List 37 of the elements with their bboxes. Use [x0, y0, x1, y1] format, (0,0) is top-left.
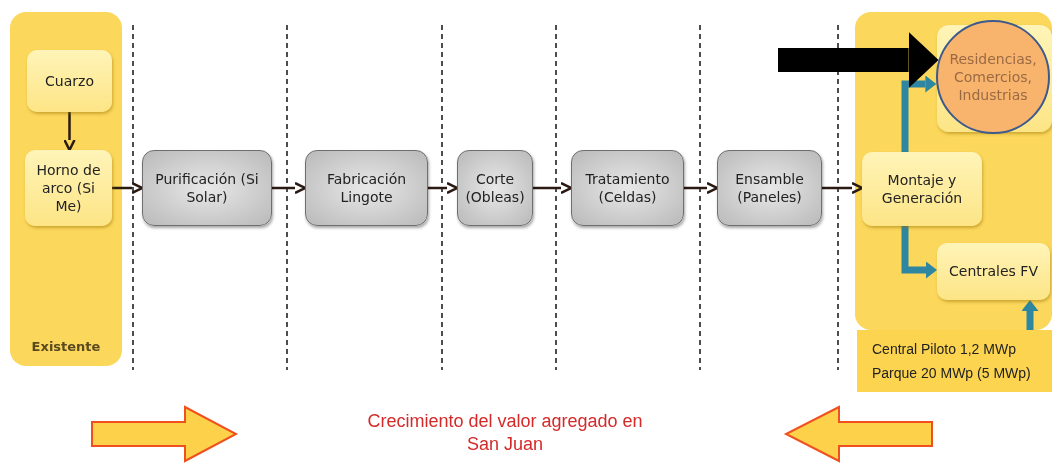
caption: Crecimiento del valor agregado en San Juan [366, 410, 644, 457]
process-box [142, 150, 272, 226]
process-box [305, 150, 428, 226]
process-box [25, 150, 112, 226]
stage-band [10, 12, 122, 366]
arrow [63, 112, 76, 152]
process-box [571, 150, 684, 226]
node-label: Purificación (Si Solar) [154, 169, 260, 207]
process-box [27, 50, 112, 112]
arrow [1021, 300, 1039, 330]
arrow [533, 181, 573, 195]
arrow [901, 226, 937, 279]
block-arrow [778, 32, 939, 88]
node-label: Residencias, Comercios, Industrias [948, 49, 1038, 105]
arrow [684, 181, 719, 195]
arrow [112, 181, 144, 195]
process-box [717, 150, 822, 226]
node-label: Horno de arco (Si Me) [35, 160, 102, 216]
arrow [428, 181, 459, 195]
node-label: Cuarzo [44, 71, 95, 91]
node-label: Parque 20 MWp (5 MWp) [871, 364, 1032, 383]
node-label: Tratamiento (Celdas) [584, 169, 671, 207]
process-box [862, 152, 982, 226]
process-box [457, 150, 533, 226]
stage-band [855, 12, 1052, 330]
node-label: Corte (Obleas) [464, 169, 526, 207]
node-label: Central Piloto 1,2 MWp [871, 339, 1017, 358]
arrow [822, 181, 864, 195]
node-label: Montaje y Generación [880, 170, 964, 208]
node-label: Existente [30, 339, 102, 356]
process-box [937, 243, 1050, 300]
node-label: Centrales FV [948, 262, 1039, 281]
arrow [901, 75, 937, 152]
arrow [272, 181, 307, 195]
node-label: Fabricación Lingote [325, 169, 408, 207]
node-label: Ensamble (Paneles) [734, 169, 805, 207]
note-box [857, 330, 1052, 392]
